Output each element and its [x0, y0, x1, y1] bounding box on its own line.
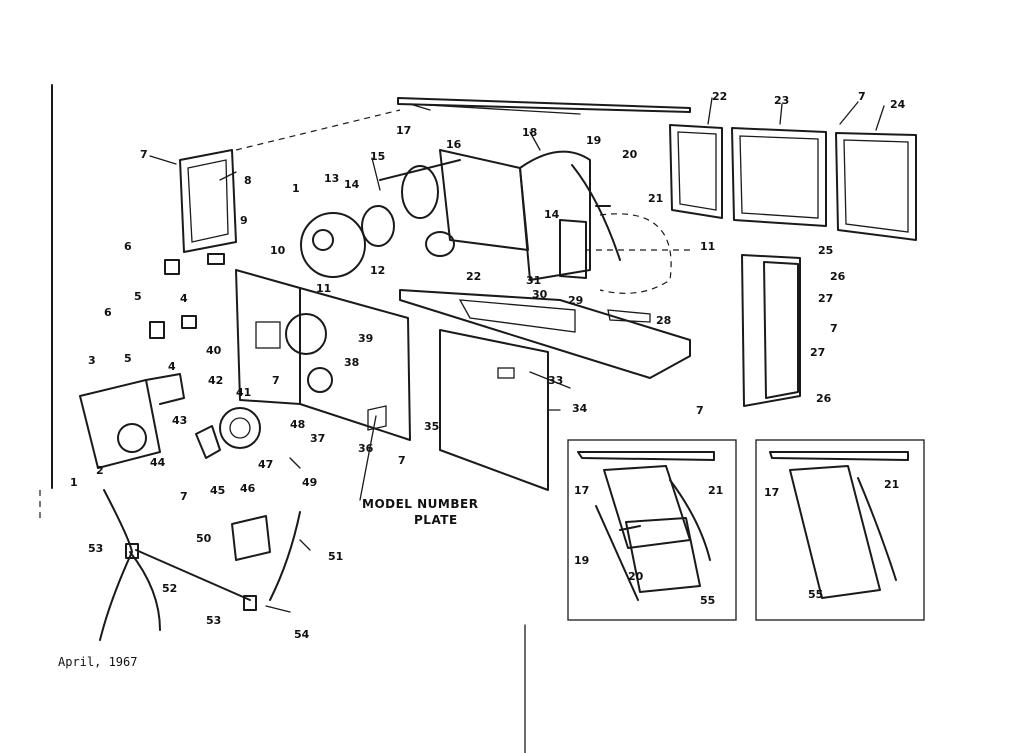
- callout-50: 50: [196, 532, 212, 545]
- callout-1: 1: [292, 182, 300, 195]
- model-number-caption-line1: MODEL NUMBER: [362, 497, 478, 511]
- callout-7: 7: [180, 490, 188, 503]
- callout-21: 21: [648, 192, 663, 205]
- callout-26: 26: [830, 270, 846, 283]
- callout-18: 18: [522, 126, 537, 139]
- callout-37: 37: [310, 432, 325, 445]
- callout-10: 10: [270, 244, 286, 257]
- side-panels-part: [669, 124, 917, 241]
- callout-30: 30: [532, 288, 548, 301]
- callout-14: 14: [544, 208, 560, 221]
- callout-49: 49: [302, 476, 317, 489]
- callout-7: 7: [830, 322, 838, 335]
- callout-22: 22: [712, 90, 727, 103]
- callout-4: 4: [180, 292, 188, 305]
- callout-7: 7: [858, 90, 866, 103]
- gas-valve-part: [79, 373, 185, 469]
- callout-17: 17: [396, 124, 411, 137]
- callout-40: 40: [206, 344, 222, 357]
- callout-38: 38: [344, 356, 359, 369]
- callout-3: 3: [88, 354, 96, 367]
- callout-13: 13: [324, 172, 339, 185]
- top-panel-part: [397, 97, 691, 115]
- callout-15: 15: [370, 150, 385, 163]
- date-stamp: April, 1967: [58, 655, 137, 669]
- callout-33: 33: [548, 374, 563, 387]
- callout-53: 53: [88, 542, 103, 555]
- callout-2: 2: [96, 464, 104, 477]
- callout-17: 17: [764, 486, 779, 499]
- callout-20: 20: [628, 570, 644, 583]
- callout-25: 25: [818, 244, 833, 257]
- inset-box-left: [567, 439, 737, 621]
- callout-31: 31: [526, 274, 541, 287]
- callout-34: 34: [572, 402, 588, 415]
- callout-46: 46: [240, 482, 256, 495]
- callout-26: 26: [816, 392, 832, 405]
- callout-7: 7: [140, 148, 148, 161]
- filter-frame-part: [179, 149, 237, 253]
- callout-11: 11: [316, 282, 331, 295]
- blower-assembly-part: [300, 149, 672, 294]
- callout-14: 14: [344, 178, 360, 191]
- vestibule-panel-part: [235, 269, 411, 441]
- callout-17: 17: [574, 484, 589, 497]
- callout-20: 20: [622, 148, 638, 161]
- callout-22: 22: [466, 270, 481, 283]
- model-number-caption-line2: PLATE: [414, 513, 458, 527]
- inset-box-right: [755, 439, 925, 621]
- callout-19: 19: [574, 554, 589, 567]
- duct-frame-part: [741, 254, 801, 407]
- callout-55: 55: [808, 588, 823, 601]
- front-panel-part: [439, 329, 549, 491]
- callout-labels: 7 8 9 10 1 13 14 15 16 17 18 19 20 21 22…: [70, 90, 906, 641]
- callout-12: 12: [370, 264, 385, 277]
- callout-39: 39: [358, 332, 373, 345]
- callout-11: 11: [700, 240, 715, 253]
- callout-45: 45: [210, 484, 225, 497]
- base-tray-part: [399, 289, 691, 379]
- callout-41: 41: [236, 386, 251, 399]
- callout-51: 51: [328, 550, 343, 563]
- control-box-part: [231, 515, 271, 561]
- callout-47: 47: [258, 458, 273, 471]
- callout-52: 52: [162, 582, 177, 595]
- callout-5: 5: [134, 290, 142, 303]
- small-parts: [149, 253, 225, 459]
- leader-lines: [149, 97, 885, 613]
- callout-5: 5: [124, 352, 132, 365]
- callout-55: 55: [700, 594, 715, 607]
- callout-28: 28: [656, 314, 671, 327]
- callout-9: 9: [240, 214, 248, 227]
- callout-8: 8: [244, 174, 252, 187]
- callout-21: 21: [708, 484, 723, 497]
- callout-7: 7: [398, 454, 406, 467]
- callout-6: 6: [124, 240, 132, 253]
- callout-29: 29: [568, 294, 583, 307]
- callout-27: 27: [818, 292, 833, 305]
- callout-27: 27: [810, 346, 825, 359]
- callout-48: 48: [290, 418, 305, 431]
- alignment-dashes: [39, 109, 690, 520]
- caption-leader: [359, 415, 377, 501]
- callout-42: 42: [208, 374, 223, 387]
- callout-24: 24: [890, 98, 906, 111]
- callout-6: 6: [104, 306, 112, 319]
- callout-1: 1: [70, 476, 78, 489]
- callout-19: 19: [586, 134, 601, 147]
- callout-4: 4: [168, 360, 176, 373]
- callout-23: 23: [774, 94, 789, 107]
- callout-7: 7: [696, 404, 704, 417]
- callout-43: 43: [172, 414, 187, 427]
- callout-35: 35: [424, 420, 439, 433]
- burner-part: [219, 313, 333, 449]
- callout-54: 54: [294, 628, 310, 641]
- callout-7: 7: [272, 374, 280, 387]
- callout-16: 16: [446, 138, 462, 151]
- callout-53: 53: [206, 614, 221, 627]
- wiring-harness-part: [99, 489, 301, 641]
- callout-44: 44: [150, 456, 166, 469]
- callout-21: 21: [884, 478, 899, 491]
